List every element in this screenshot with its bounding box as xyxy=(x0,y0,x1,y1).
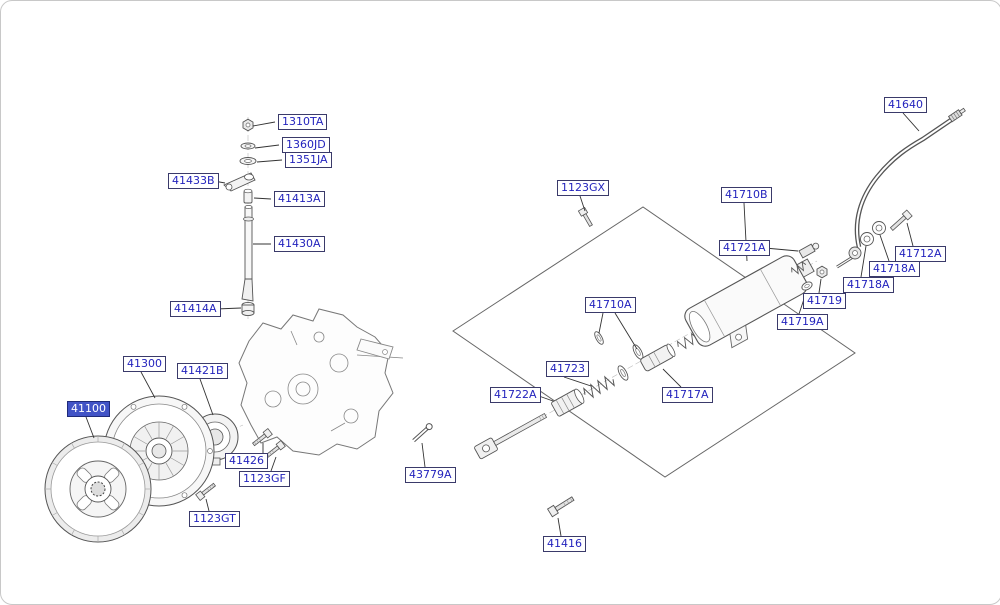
hose-end-fitting-drawing xyxy=(947,107,966,123)
part-label-41640[interactable]: 41640 xyxy=(884,97,927,113)
leader-lines xyxy=(85,112,920,537)
clutch-disc-41100-drawing xyxy=(44,435,152,543)
part-label-41413a[interactable]: 41413A xyxy=(274,191,325,207)
piston-boot-41722a-drawing xyxy=(551,388,585,417)
part-label-1123gf[interactable]: 1123GF xyxy=(239,471,290,487)
part-label-41712a[interactable]: 41712A xyxy=(895,246,946,262)
part-label-41719a[interactable]: 41719A xyxy=(777,314,828,330)
assembly-group-box xyxy=(452,206,856,478)
small-spring-drawing xyxy=(676,332,697,350)
part-label-1123gx[interactable]: 1123GX xyxy=(557,180,610,196)
release-shaft-41430a-drawing xyxy=(241,205,254,302)
banjo-fitting-drawing xyxy=(848,246,862,260)
washer-41718a-drawing-1 xyxy=(860,232,874,246)
part-label-41718a-1[interactable]: 41718A xyxy=(843,277,894,293)
hose-41640-drawing xyxy=(836,107,966,269)
part-label-41414a[interactable]: 41414A xyxy=(170,301,221,317)
cylinder-body-41710b-drawing xyxy=(684,255,815,349)
part-label-41718a-2[interactable]: 41718A xyxy=(869,261,920,277)
clutch-cover-41300-drawing xyxy=(103,395,215,507)
washer-41719a-drawing xyxy=(801,281,813,291)
part-label-41710a[interactable]: 41710A xyxy=(585,297,636,313)
part-label-43779a[interactable]: 43779A xyxy=(405,467,456,483)
part-label-41426[interactable]: 41426 xyxy=(225,453,268,469)
part-label-41722a[interactable]: 41722A xyxy=(490,387,541,403)
fork-arm-41433b-drawing xyxy=(223,172,256,192)
bushing-41413a-drawing xyxy=(243,188,253,204)
valve-41721a-drawing xyxy=(798,242,820,259)
part-label-41430a[interactable]: 41430A xyxy=(274,236,325,252)
part-label-41717a[interactable]: 41717A xyxy=(662,387,713,403)
part-label-1351ja[interactable]: 1351JA xyxy=(285,152,332,168)
bolt-41426-drawing xyxy=(251,428,273,447)
bolt-41416-drawing xyxy=(546,496,575,518)
part-label-41100-highlighted[interactable]: 41100 xyxy=(67,401,110,417)
seal-kit-41710a-drawing-1 xyxy=(594,331,604,345)
transmission-housing-drawing xyxy=(238,308,404,456)
bolt-41712a-drawing xyxy=(889,209,913,231)
part-label-41433b[interactable]: 41433B xyxy=(168,173,219,189)
part-label-1310ta[interactable]: 1310TA xyxy=(278,114,328,130)
seal-ring-drawing xyxy=(617,365,629,381)
nut-41719-drawing xyxy=(816,265,828,279)
washer-1351ja-drawing xyxy=(239,157,257,165)
part-label-41300[interactable]: 41300 xyxy=(123,356,166,372)
clutch-fork-parts-drawing xyxy=(223,118,257,317)
valve-spring-drawing xyxy=(791,261,807,275)
piston-41717a-drawing xyxy=(640,343,676,372)
part-label-41723[interactable]: 41723 xyxy=(546,361,589,377)
pushrod-clevis-drawing xyxy=(474,412,548,460)
part-label-41416[interactable]: 41416 xyxy=(543,536,586,552)
nut-1310ta-drawing xyxy=(242,118,254,132)
spring-41723-drawing xyxy=(583,375,615,399)
part-label-41721a[interactable]: 41721A xyxy=(719,240,770,256)
bolt-1123gx-drawing xyxy=(577,206,593,228)
cap-41414a-drawing xyxy=(241,301,255,317)
pin-43779a-drawing xyxy=(412,423,433,443)
washer-41718a-drawing-2 xyxy=(872,221,886,235)
part-label-1123gt[interactable]: 1123GT xyxy=(189,511,240,527)
washer-1360jd-drawing xyxy=(240,142,256,150)
part-label-41719[interactable]: 41719 xyxy=(803,293,846,309)
part-label-41421b[interactable]: 41421B xyxy=(177,363,228,379)
part-label-41710b[interactable]: 41710B xyxy=(721,187,772,203)
bolt-1123gt-drawing xyxy=(195,482,217,501)
part-label-1360jd[interactable]: 1360JD xyxy=(282,137,330,153)
